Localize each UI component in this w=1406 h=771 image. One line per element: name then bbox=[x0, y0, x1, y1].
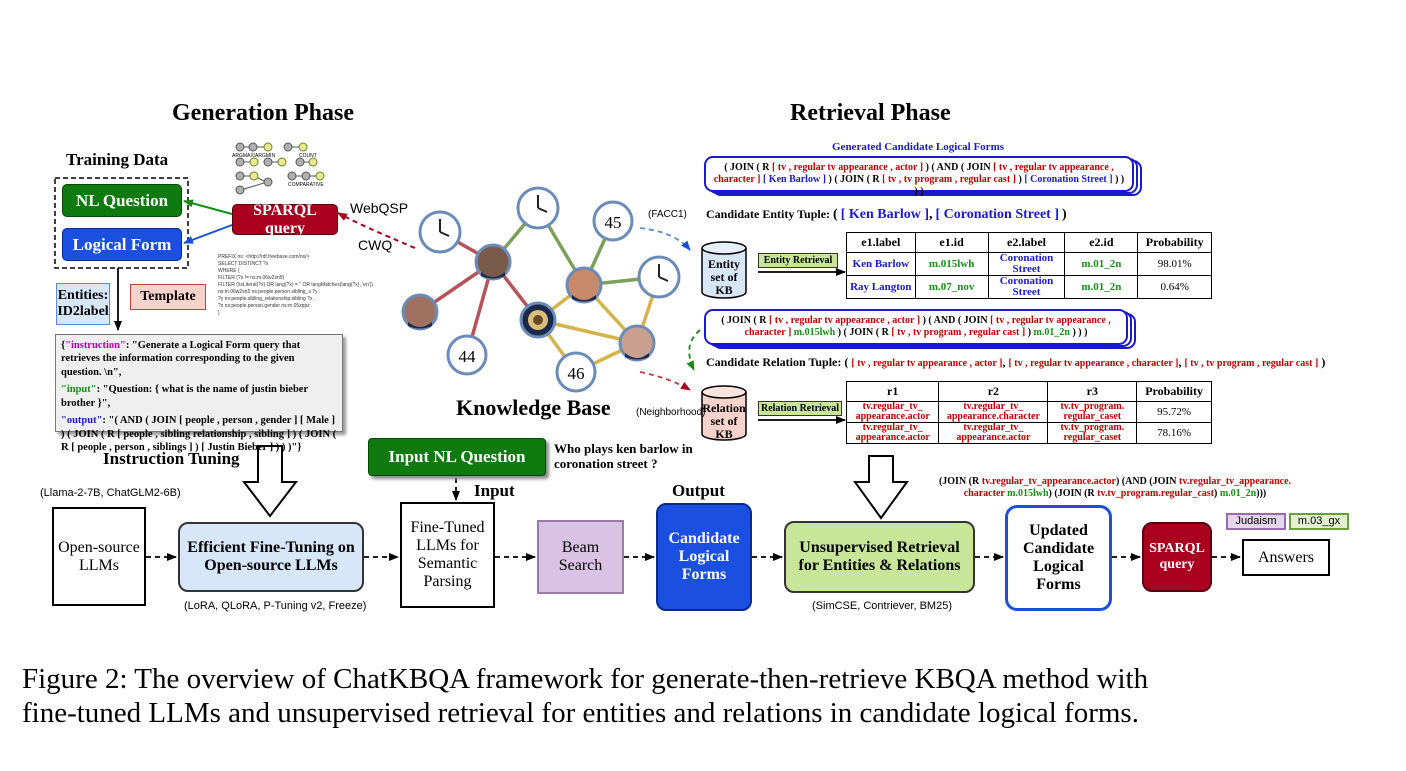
finetuning-methods-label: (LoRA, QLoRA, P-Tuning v2, Freeze) bbox=[184, 600, 367, 612]
entity-col-e2-id: e2.id bbox=[1064, 232, 1139, 253]
table-row: Ray Langton m.07_nov Coronation Street m… bbox=[846, 275, 1212, 299]
relation-kb-cylinder bbox=[701, 385, 747, 441]
efficient-finetuning-box: Efficient Fine-Tuning on Open-source LLM… bbox=[178, 522, 364, 592]
relation-table: r1 r2 r3 Probability tv.regular_tv_ appe… bbox=[845, 381, 1212, 444]
relation-col-r3: r3 bbox=[1047, 381, 1138, 402]
entities-label: Entities: bbox=[57, 288, 109, 304]
answer-chip-judaism: Judaism bbox=[1226, 513, 1286, 530]
input-label: Input bbox=[474, 481, 515, 500]
webqsp-label: WebQSP bbox=[350, 200, 409, 216]
entity-col-e1-label: e1.label bbox=[846, 232, 916, 253]
answer-chip-mid: m.03_gx bbox=[1289, 513, 1349, 530]
candidate-lf-2: ( JOIN ( R [ tv , regular tv appearance … bbox=[704, 309, 1128, 345]
training-data-label: Training Data bbox=[66, 150, 169, 169]
output-line: "output": "( AND ( JOIN [ people , perso… bbox=[61, 415, 337, 454]
logical-form-box: Logical Form bbox=[62, 228, 182, 261]
instruction-line: {"instruction": "Generate a Logical Form… bbox=[61, 340, 301, 378]
candidate-lf-1: ( JOIN ( R [ tv , regular tv appearance … bbox=[704, 156, 1134, 197]
presidential-seal-icon bbox=[519, 301, 557, 339]
entity-retrieval-tag: Entity Retrieval bbox=[758, 253, 838, 268]
training-data-frame bbox=[54, 177, 189, 269]
template-box: Template bbox=[130, 284, 206, 310]
instruction-json-box: {"instruction": "Generate a Logical Form… bbox=[55, 334, 343, 453]
arrow-datasets-to-sparql bbox=[337, 212, 416, 249]
arrow-entity-to-relation bbox=[686, 329, 701, 371]
mini-label-argmax: ARGMAX/ARGMIN bbox=[232, 153, 275, 159]
kb-node-45: 45 bbox=[605, 213, 622, 232]
retrievers-label: (SimCSE, Contriever, BM25) bbox=[812, 600, 952, 612]
answers-box: Answers bbox=[1242, 539, 1330, 576]
final-logical-form: (JOIN (R tv.regular_tv_appearance.actor)… bbox=[938, 476, 1292, 499]
table-row: tv.regular_tv_ appearance.actor tv.regul… bbox=[845, 401, 1212, 423]
caption-line-2: fine-tuned LLMs and unsupervised retriev… bbox=[22, 697, 1139, 729]
beam-search-box: Beam Search bbox=[537, 520, 624, 594]
entities-id2label-box: Entities: ID2label bbox=[56, 283, 110, 325]
entity-table: e1.label e1.id e2.label e2.id Probabilit… bbox=[846, 232, 1212, 299]
candidate-lf-box: Candidate Logical Forms bbox=[656, 503, 752, 611]
nl-question-box: NL Question bbox=[62, 184, 182, 217]
entity-kb-label: Entity set of KB bbox=[707, 257, 740, 298]
id2label-label: ID2label bbox=[57, 304, 109, 319]
input-line: "input": "Question: { what is the name o… bbox=[61, 384, 308, 409]
neighborhood-label: (Neighborhood) bbox=[636, 407, 706, 418]
relation-col-probability: Probability bbox=[1136, 381, 1212, 402]
generated-lf-title: Generated Candidate Logical Forms bbox=[832, 141, 1005, 153]
arrow-sparql-to-lf bbox=[183, 224, 233, 244]
relation-col-r1: r1 bbox=[845, 381, 940, 402]
figure-caption: Figure 2: The overview of ChatKBQA frame… bbox=[22, 662, 1392, 730]
cwq-label: CWQ bbox=[358, 237, 393, 253]
entity-kb-cylinder bbox=[701, 241, 747, 299]
person-suit bbox=[408, 272, 649, 360]
mini-label-comparative: COMPARATIVE bbox=[288, 182, 324, 188]
entity-col-e1-id: e1.id bbox=[914, 232, 989, 253]
retrieval-phase-title: Retrieval Phase bbox=[790, 100, 951, 126]
knowledge-base-title: Knowledge Base bbox=[456, 395, 611, 420]
generation-phase-title: Generation Phase bbox=[172, 100, 354, 126]
clock-hands bbox=[439, 195, 669, 282]
arrow-facc1 bbox=[639, 227, 691, 251]
relation-col-r2: r2 bbox=[938, 381, 1049, 402]
sparql-query-box: SPARQL query bbox=[232, 202, 338, 237]
entity-tuple: Candidate Entity Tuple: ( [ Ken Barlow ]… bbox=[706, 207, 1067, 222]
arrow-neighborhood bbox=[639, 371, 691, 391]
instruction-tuning-label: Instruction Tuning bbox=[103, 449, 240, 468]
sparql-query-final-box: SPARQL query bbox=[1142, 522, 1212, 592]
entity-col-probability: Probability bbox=[1137, 232, 1212, 253]
value-node bbox=[446, 200, 634, 393]
input-nl-question-box: Input NL Question bbox=[368, 438, 546, 476]
unsupervised-retrieval-box: Unsupervised Retrieval for Entities & Re… bbox=[784, 521, 975, 593]
relation-kb-label: Relation set of KB bbox=[702, 401, 746, 442]
output-label: Output bbox=[672, 481, 725, 500]
kb-node-44: 44 bbox=[459, 347, 477, 366]
caption-line-1: Figure 2: The overview of ChatKBQA frame… bbox=[22, 663, 1149, 695]
logical-graph-thumbnail bbox=[235, 142, 325, 195]
base-models-label: (Llama-2-7B, ChatGLM2-6B) bbox=[40, 487, 181, 499]
arrow-sparql-to-nl bbox=[183, 199, 233, 215]
table-row: tv.regular_tv_ appearance.actor tv.regul… bbox=[845, 422, 1212, 444]
finetuned-llms-box: Fine-Tuned LLMs for Semantic Parsing bbox=[400, 502, 495, 608]
table-row: Ken Barlow m.015lwh Coronation Street m.… bbox=[846, 252, 1212, 276]
question-text: Who plays ken barlow in coronation stree… bbox=[554, 441, 693, 471]
mini-label-count: COUNT bbox=[299, 153, 317, 159]
sparql-snippet: PREFIX ns: <http://rdf.freebase.com/ns/>… bbox=[218, 254, 374, 316]
arrow-instruction-tuning bbox=[241, 445, 299, 518]
kb-node-46: 46 bbox=[568, 364, 585, 383]
relation-retrieval-tag: Relation Retrieval bbox=[758, 401, 842, 416]
person-node-icon bbox=[401, 243, 656, 362]
updated-lf-box: Updated Candidate Logical Forms bbox=[1005, 505, 1112, 611]
relation-tuple: Candidate Relation Tuple: ( [ tv , regul… bbox=[706, 355, 1326, 369]
arrow-retrieval-down bbox=[853, 455, 909, 520]
open-source-llms-box: Open-source LLMs bbox=[52, 507, 146, 606]
facc1-label: (FACC1) bbox=[648, 209, 687, 220]
entity-col-e2-label: e2.label bbox=[987, 232, 1066, 253]
